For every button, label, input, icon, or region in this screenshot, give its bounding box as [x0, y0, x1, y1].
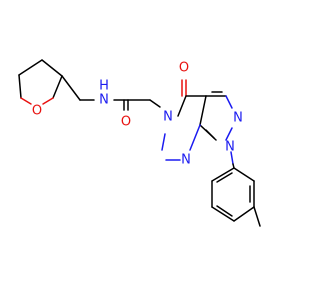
- bond: [18, 74, 22, 99]
- atom-label-layer: O O N H O N N N N: [32, 61, 243, 168]
- bond: [177, 95, 187, 117]
- atom-label-nitrogen-n2: N: [233, 111, 243, 126]
- bond: [41, 59, 63, 77]
- bond: [230, 151, 234, 165]
- atom-label-nitrogen-n1: N: [225, 140, 235, 155]
- atom-label-nitrogen-amide: N: [99, 93, 109, 108]
- atom-label-oxygen-amide: O: [121, 115, 131, 130]
- bond: [20, 97, 32, 105]
- bond: [253, 206, 261, 227]
- bond: [52, 75, 63, 99]
- bond: [225, 127, 233, 141]
- atom-label-hydrogen-amide: H: [99, 79, 109, 94]
- bond: [211, 206, 235, 222]
- molecule-diagram: O O N H O N N N N: [18, 59, 261, 227]
- bond: [42, 97, 54, 105]
- bond: [189, 124, 201, 151]
- bond: [233, 167, 255, 182]
- atom-label-nitrogen-n7: N: [181, 153, 191, 168]
- bond: [216, 172, 233, 183]
- atom-label-oxygen-keto: O: [179, 61, 189, 76]
- bond: [205, 129, 215, 139]
- bond: [18, 59, 43, 76]
- bond: [199, 95, 207, 126]
- structure-canvas: O O N H O N N N N: [18, 59, 261, 227]
- bond: [225, 95, 233, 109]
- bond: [161, 133, 166, 151]
- atom-label-nitrogen-n5: N: [163, 110, 173, 125]
- bond: [149, 99, 161, 108]
- atom-label-oxygen-ring: O: [32, 104, 42, 119]
- bond: [211, 167, 235, 182]
- bond: [216, 205, 233, 217]
- bond: [61, 75, 81, 101]
- bond-layer: [18, 59, 261, 227]
- bond: [233, 206, 255, 222]
